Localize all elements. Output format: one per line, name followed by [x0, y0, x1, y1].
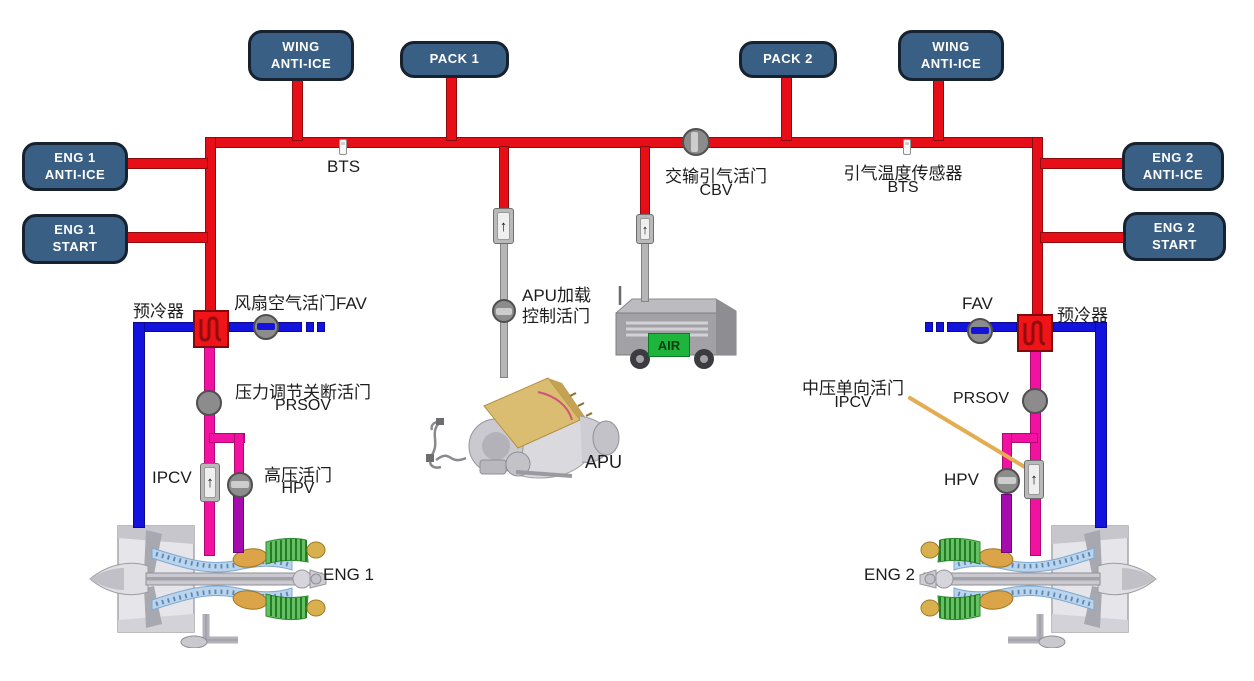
- ipcv-right-label-cn: 中压单向活门: [802, 379, 904, 398]
- hp-branch-left-h: [209, 433, 245, 443]
- precooler-right-icon: [1017, 314, 1053, 352]
- eng2-start-duct: [1040, 232, 1128, 243]
- fav-valve-left-icon: [253, 314, 279, 340]
- eng1-start-duct: [120, 232, 208, 243]
- node-wing-anti-ice-right: WING ANTI-ICE: [898, 30, 1004, 81]
- fav-right-label: FAV: [962, 294, 993, 313]
- bts-left-label: BTS: [327, 157, 361, 176]
- node-label: ENG 1: [54, 222, 96, 238]
- apu-image: [426, 377, 620, 479]
- fan-air-duct-left-dash2: [317, 322, 325, 332]
- eng2-label: ENG 2: [864, 565, 916, 584]
- bts-sensor-right-icon: [903, 139, 911, 155]
- precooler-left-label: 预冷器: [133, 302, 184, 321]
- node-label: ENG 2: [1153, 219, 1196, 235]
- up-arrow-icon: ↑: [1030, 471, 1038, 488]
- prsov-left-label-en: PRSOV: [274, 397, 331, 414]
- node-pack2: PACK 2: [739, 41, 837, 78]
- prsov-right-label: PRSOV: [953, 390, 1010, 407]
- node-label: ANTI-ICE: [270, 55, 332, 71]
- apu-label: APU: [585, 452, 623, 472]
- hp-bleed-line-left: [233, 494, 244, 553]
- ipcv-left-label: IPCV: [152, 468, 192, 487]
- node-eng2-start: ENG 2 START: [1123, 212, 1226, 261]
- air-cart-image: [615, 286, 737, 369]
- node-label: ANTI-ICE: [920, 55, 982, 71]
- ipcv-check-valve-right-icon: ↑: [1024, 460, 1044, 499]
- apu-load-control-valve-icon: [492, 299, 516, 323]
- main-bleed-duct: [205, 137, 1043, 148]
- fav-valve-right-icon: [967, 318, 993, 344]
- apu-load-valve-label-line2: 控制活门: [522, 307, 590, 326]
- up-arrow-icon: ↑: [641, 221, 649, 237]
- node-eng2-anti-ice: ENG 2 ANTI-ICE: [1122, 142, 1224, 191]
- apu-bleed-riser: [499, 146, 509, 212]
- wing-anti-ice-right-duct: [933, 74, 944, 141]
- node-pack1: PACK 1: [400, 41, 509, 78]
- node-wing-anti-ice-left: WING ANTI-ICE: [248, 30, 354, 81]
- node-label: ANTI-ICE: [44, 166, 106, 182]
- fan-air-duct-right-dash2: [936, 322, 944, 332]
- engine-2-image: [919, 525, 1157, 648]
- ipcv-check-valve-left-icon: ↑: [200, 463, 220, 502]
- up-arrow-icon: ↑: [206, 474, 214, 491]
- ipcv-pointer-line: [908, 396, 1035, 474]
- hp-branch-left-v: [234, 433, 244, 475]
- bts-sensor-left-icon: [339, 139, 347, 155]
- node-label: WING: [932, 38, 970, 54]
- fan-air-duct-left-v: [133, 322, 145, 528]
- ip-bleed-line-left: [204, 346, 215, 556]
- hpv-valve-right-icon: [994, 468, 1020, 494]
- node-eng1-start: ENG 1 START: [22, 214, 128, 264]
- node-label: ANTI-ICE: [1142, 166, 1204, 182]
- precooler-left-icon: [193, 310, 229, 348]
- bts-right-label-cn: 引气温度传感器: [843, 164, 963, 183]
- ground-air-check-valve-icon: ↑: [636, 214, 654, 244]
- fan-air-duct-right-dash1: [925, 322, 933, 332]
- precooler-right-label: 预冷器: [1057, 306, 1108, 325]
- eng1-anti-ice-duct: [120, 158, 208, 169]
- node-label: START: [1152, 236, 1197, 252]
- hpv-left-label-cn: 高压活门: [264, 466, 332, 485]
- eng2-anti-ice-duct: [1040, 158, 1128, 169]
- node-label: START: [52, 239, 98, 254]
- node-eng1-anti-ice: ENG 1 ANTI-ICE: [22, 142, 128, 191]
- wing-anti-ice-left-duct: [292, 71, 303, 141]
- hp-bleed-line-right: [1001, 494, 1012, 553]
- node-label: PACK 1: [429, 51, 480, 67]
- air-cart-badge-label: AIR: [657, 337, 681, 353]
- node-label: ENG 1: [54, 149, 96, 165]
- ipcv-right-label-en: IPCV: [834, 394, 872, 411]
- pack1-duct: [446, 71, 457, 141]
- pack2-duct: [781, 71, 792, 141]
- engine-1-image: [89, 525, 327, 648]
- crossbleed-valve-icon: [682, 128, 710, 156]
- fav-left-label: 风扇空气活门FAV: [234, 294, 367, 313]
- crossbleed-valve-label-cn: 交输引气活门: [665, 167, 767, 186]
- crossbleed-valve-label-en: CBV: [699, 182, 733, 199]
- node-label: WING: [282, 38, 320, 54]
- ground-air-duct: [641, 242, 649, 302]
- up-arrow-icon: ↑: [499, 217, 508, 235]
- node-label: PACK 2: [763, 51, 813, 67]
- fan-air-duct-right-v: [1095, 322, 1107, 528]
- eng1-label: ENG 1: [323, 565, 375, 584]
- hpv-valve-left-icon: [227, 472, 253, 498]
- prsov-valve-right-icon: [1022, 388, 1048, 414]
- bts-right-label-en: BTS: [887, 179, 919, 196]
- hpv-right-label: HPV: [944, 470, 979, 489]
- node-label: ENG 2: [1152, 149, 1194, 165]
- fan-air-duct-left-dash1: [306, 322, 314, 332]
- hpv-left-label-en: HPV: [281, 480, 315, 497]
- prsov-valve-left-icon: [196, 390, 222, 416]
- apu-load-valve-label-line1: APU加载: [522, 286, 591, 305]
- prsov-left-label-cn: 压力调节关断活门: [235, 383, 371, 402]
- air-cart-badge: AIR: [648, 333, 690, 357]
- apu-check-valve-icon: ↑: [493, 208, 514, 244]
